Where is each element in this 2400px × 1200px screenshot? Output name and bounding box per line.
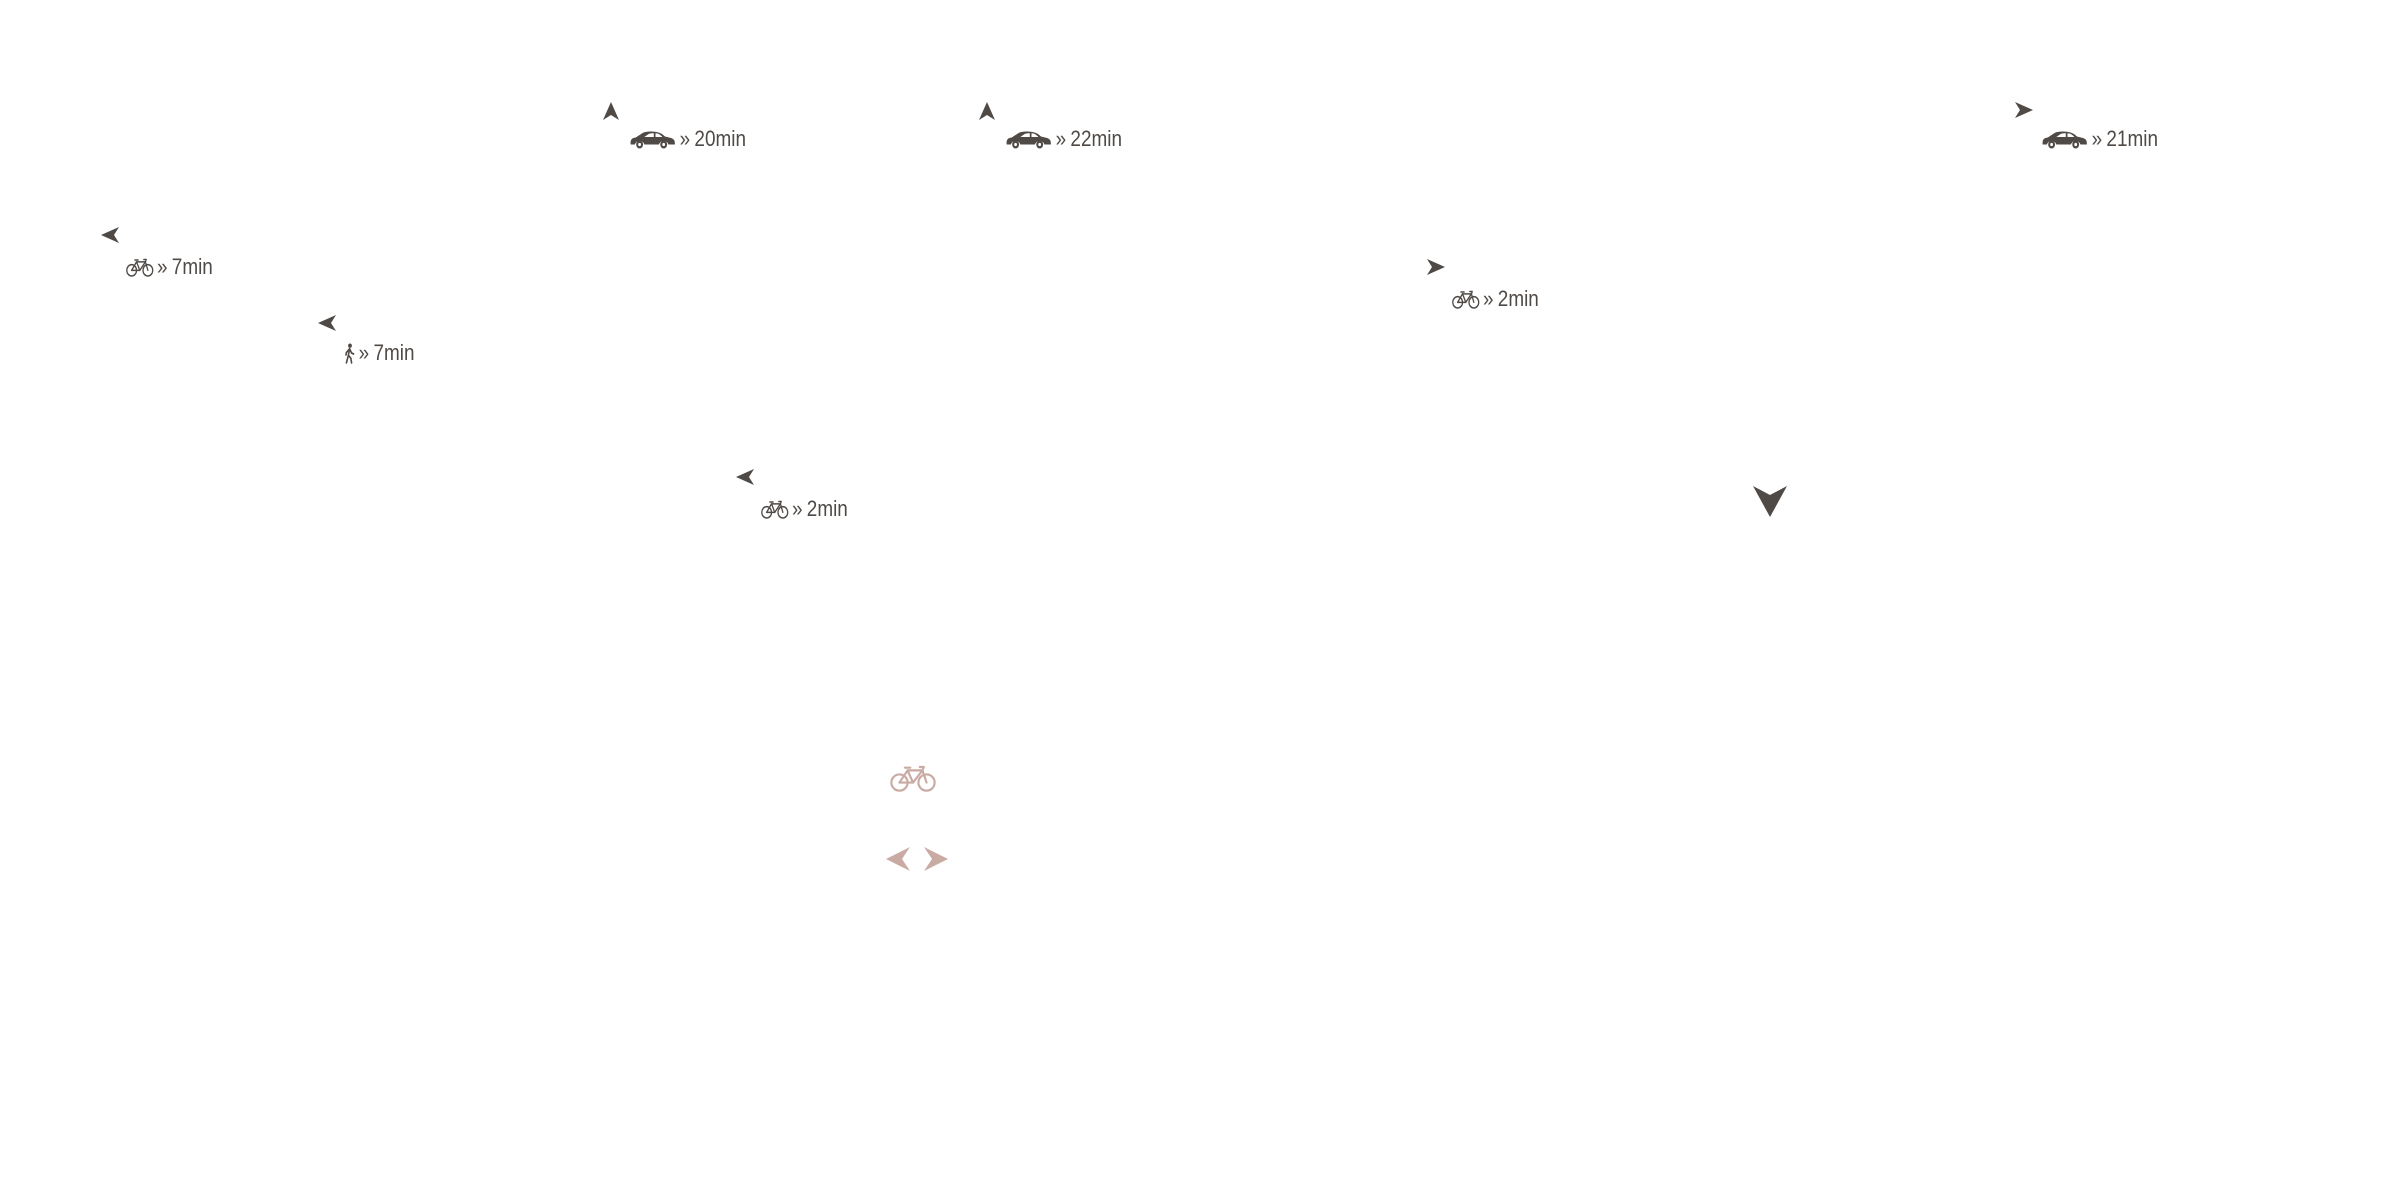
car-icon — [628, 129, 676, 149]
separator-text: » — [358, 340, 370, 365]
duration-text: 22min — [1070, 126, 1122, 151]
separator-text: » — [1055, 126, 1067, 151]
duration-text: 21min — [2106, 126, 2158, 151]
arrow-left-icon — [735, 467, 755, 487]
separator-text: » — [679, 126, 691, 151]
chevron-right-icon[interactable] — [923, 845, 949, 878]
route-label: » 21min — [2040, 128, 2158, 150]
separator-text: » — [156, 254, 168, 279]
separator-text: » — [2091, 126, 2103, 151]
duration-text: 2min — [1497, 286, 1539, 311]
separator-text: » — [791, 496, 803, 521]
arrow-right-icon — [2014, 100, 2034, 120]
car-icon — [1004, 129, 1052, 149]
route-label: » 7min — [126, 256, 213, 278]
duration-text: 7min — [373, 340, 415, 365]
bicycle-icon[interactable] — [890, 764, 936, 798]
duration-text: 20min — [694, 126, 746, 151]
route-label: » 20min — [628, 128, 746, 150]
route-label: » 2min — [761, 498, 848, 520]
walking-icon — [344, 343, 355, 364]
chevron-down-icon[interactable] — [1752, 484, 1788, 523]
chevron-left-icon[interactable] — [885, 845, 911, 878]
arrow-left-icon — [317, 313, 337, 333]
arrow-up-icon — [977, 101, 997, 121]
car-icon — [2040, 129, 2088, 149]
route-label: » 2min — [1452, 288, 1539, 310]
bicycle-icon — [126, 258, 154, 277]
separator-text: » — [1482, 286, 1494, 311]
route-label: » 22min — [1004, 128, 1122, 150]
bicycle-icon — [1452, 290, 1480, 309]
duration-text: 7min — [171, 254, 213, 279]
bicycle-icon — [761, 500, 789, 519]
route-label: » 7min — [344, 342, 414, 364]
duration-text: 2min — [806, 496, 848, 521]
arrow-up-icon — [601, 101, 621, 121]
arrow-left-icon — [100, 225, 120, 245]
arrow-right-icon — [1426, 257, 1446, 277]
